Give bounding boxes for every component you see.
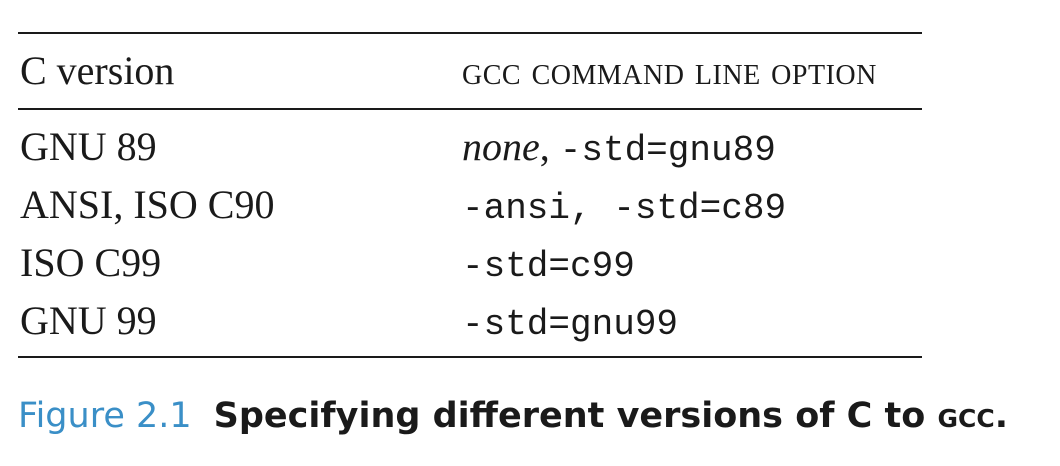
row-option: -std=c99 — [462, 234, 635, 296]
figure-label: Figure 2.1 — [18, 396, 192, 436]
caption-text: Specifying different versions of C to — [213, 396, 938, 436]
row-option: -ansi, -std=c89 — [462, 176, 786, 238]
top-rule — [18, 32, 922, 34]
option-flag: -std=c89 — [613, 188, 787, 229]
row-option: none, -std=gnu89 — [462, 118, 776, 180]
option-flag: -std=c99 — [462, 246, 635, 287]
row-version: ISO C99 — [20, 240, 162, 285]
option-prefix: -ansi — [462, 188, 571, 229]
row-version: GNU 89 — [20, 124, 157, 169]
header-gcc-option: GCC command line option — [462, 48, 877, 93]
table-row: ANSI, ISO C90 -ansi, -std=c89 — [18, 176, 922, 234]
bottom-rule — [18, 356, 922, 358]
option-separator: , — [570, 188, 614, 229]
row-version: GNU 99 — [20, 298, 157, 343]
option-flag: -std=gnu89 — [559, 130, 776, 171]
header-c-version: C version — [20, 48, 175, 93]
table-row: GNU 99 -std=gnu99 — [18, 292, 922, 350]
table-header-row: C version GCC command line option — [18, 34, 922, 108]
figure-caption: Figure 2.1 Specifying different versions … — [18, 388, 1008, 444]
table-body: GNU 89 none, -std=gnu89 ANSI, ISO C90 -a… — [18, 110, 922, 356]
table-row: GNU 89 none, -std=gnu89 — [18, 118, 922, 176]
option-prefix: none — [462, 124, 540, 169]
header-rule — [18, 108, 922, 110]
option-flag: -std=gnu99 — [462, 304, 679, 345]
table-row: ISO C99 -std=c99 — [18, 234, 922, 292]
option-separator: , — [539, 124, 560, 169]
caption-period: . — [994, 396, 1008, 436]
row-version: ANSI, ISO C90 — [20, 182, 275, 227]
options-table: C version GCC command line option GNU 89… — [18, 32, 922, 358]
caption-gcc: GCC — [937, 396, 995, 436]
row-option: -std=gnu99 — [462, 292, 678, 354]
